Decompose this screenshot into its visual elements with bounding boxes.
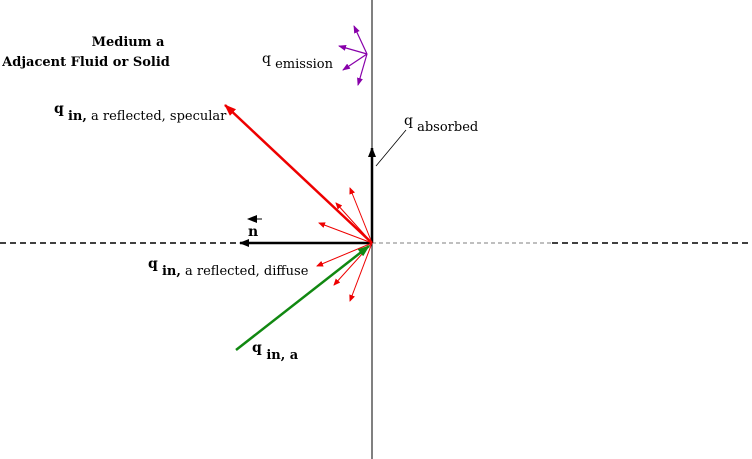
emission-arrows xyxy=(338,25,368,86)
diffuse-label: q in, a reflected, diffuse xyxy=(148,256,309,279)
normal-label: n xyxy=(248,224,258,240)
incident-label-q: q xyxy=(252,340,262,356)
emission-label-q: q xyxy=(262,51,271,67)
emission-arrow-3 xyxy=(342,53,368,71)
diffuse-arrow-1 xyxy=(349,187,373,244)
emission-label: q emission xyxy=(262,51,334,72)
specular-label-q: q xyxy=(54,101,64,117)
medium-label-line1: Medium a xyxy=(92,35,165,50)
absorbed-leader-line xyxy=(375,129,407,167)
absorbed-label-sub: absorbed xyxy=(417,120,478,135)
diffuse-label-sub-bold: in, xyxy=(162,264,181,279)
emission-arrow-4 xyxy=(357,53,368,86)
incident-arrow xyxy=(235,245,370,351)
absorbed-label-q: q xyxy=(404,113,413,129)
incident-label-sub: in, a xyxy=(266,348,298,363)
diffuse-arrow-2 xyxy=(335,202,373,244)
absorbed-label: q absorbed xyxy=(404,113,478,135)
emission-arrow-2 xyxy=(338,45,368,55)
incident-label: q in, a xyxy=(252,340,299,363)
specular-label-sub-rest: a reflected, specular xyxy=(87,109,227,124)
specular-label: q in, a reflected, specular xyxy=(54,101,227,124)
medium-label-line2: Adjacent Fluid or Solid xyxy=(1,55,170,70)
emission-label-sub: emission xyxy=(275,57,334,72)
diffuse-arrow-3 xyxy=(318,222,373,244)
emission-arrow-1 xyxy=(353,25,368,55)
specular-reflected-arrow xyxy=(224,104,373,244)
diffuse-label-q: q xyxy=(148,256,158,272)
specular-label-sub-bold: in, xyxy=(68,109,87,124)
diffuse-arrow-4 xyxy=(316,242,373,267)
diffuse-label-sub-rest: a reflected, diffuse xyxy=(181,264,309,279)
